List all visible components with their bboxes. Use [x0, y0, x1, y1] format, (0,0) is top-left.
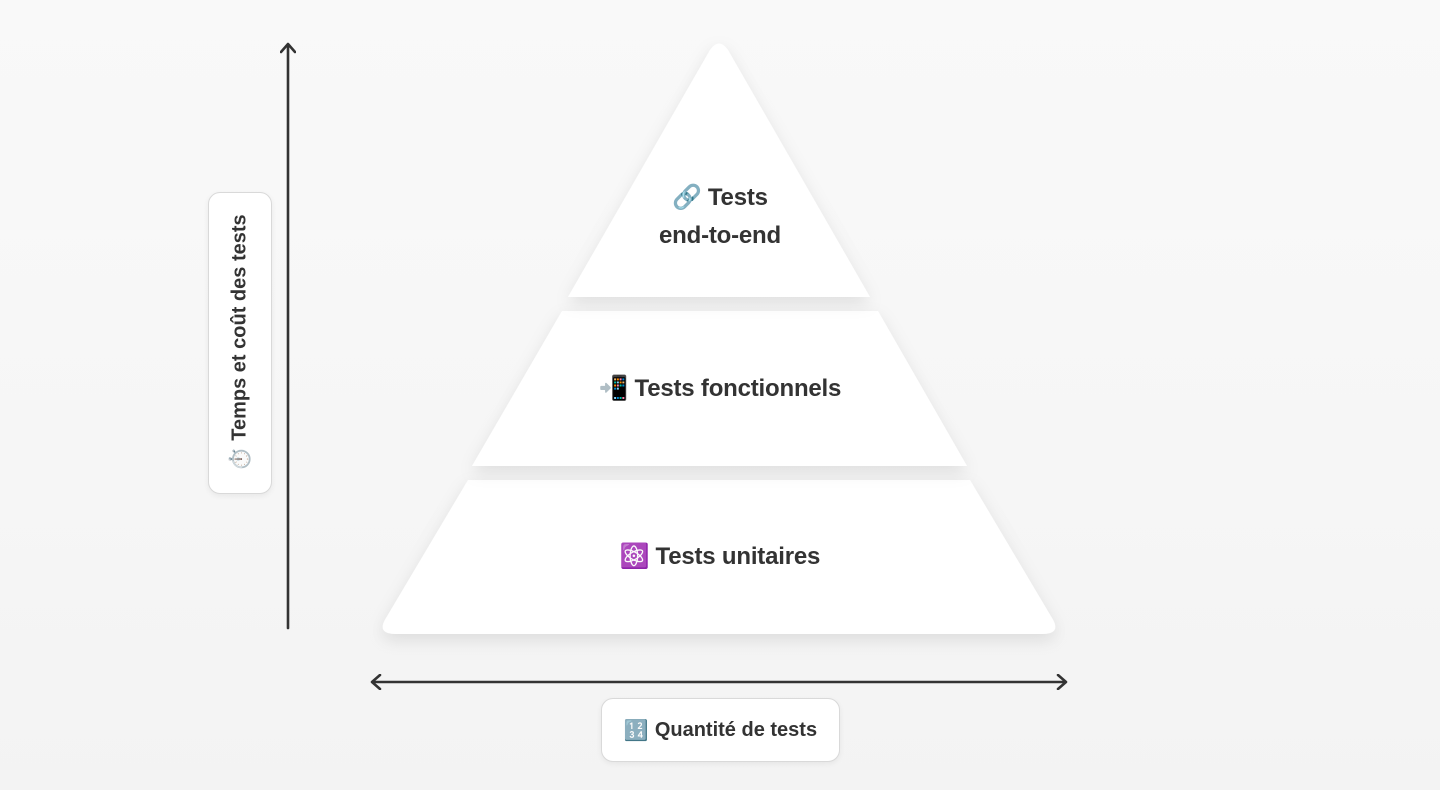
- tier-middle-text: Tests fonctionnels: [634, 375, 842, 402]
- pyramid-tier-middle: [472, 311, 967, 466]
- tier-top-line1: Tests: [707, 184, 768, 211]
- tier-bottom-text: Tests unitaires: [655, 543, 821, 570]
- y-axis-label: Temps et coût des tests: [228, 214, 251, 441]
- atom-icon: ⚛️: [619, 542, 650, 570]
- y-axis-label-pill: ⏱️ Temps et coût des tests: [208, 192, 272, 494]
- mobile-arrow-icon: 📲: [598, 374, 629, 402]
- x-axis-label-pill: 🔢Quantité de tests: [601, 698, 840, 762]
- tier-bottom-label: ⚛️Tests unitaires: [520, 538, 920, 575]
- pyramid-tier-top: [568, 43, 870, 297]
- numbers-icon: 🔢: [623, 718, 649, 742]
- tier-middle-label: 📲Tests fonctionnels: [520, 370, 920, 407]
- stopwatch-icon: ⏱️: [228, 446, 253, 472]
- tier-top-line2: end-to-end: [659, 222, 781, 249]
- link-icon: 🔗: [672, 183, 702, 211]
- pyramid-tier-bottom: [382, 480, 1056, 634]
- x-axis-label: Quantité de tests: [654, 718, 818, 741]
- tier-top-label: 🔗Tests end-to-end: [600, 178, 840, 255]
